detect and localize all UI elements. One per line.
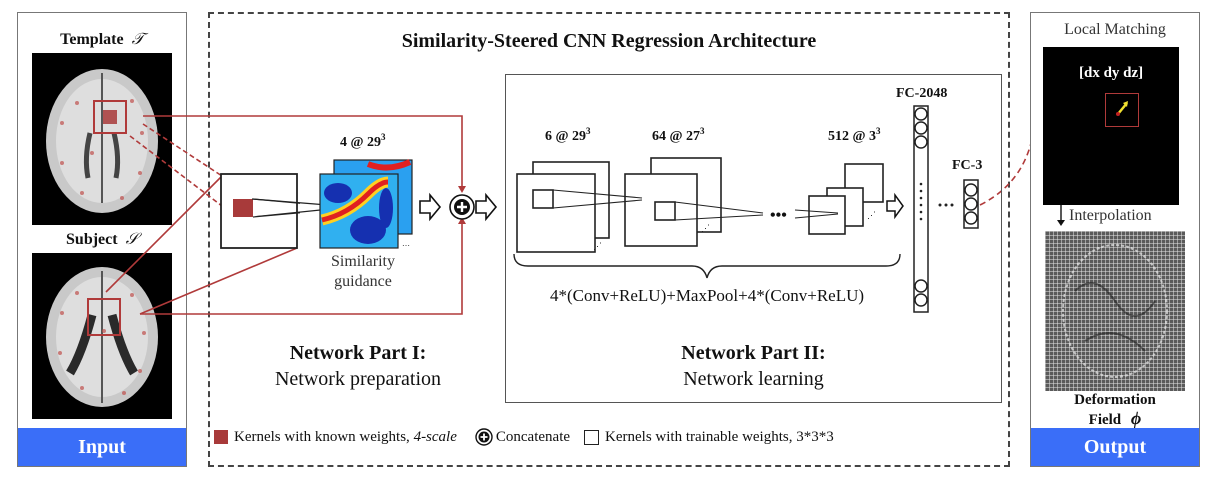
legend-known-weights-italic: 4-scale [413, 428, 457, 445]
template-projection-dashed [129, 123, 223, 207]
legend-known-weights-text: Kernels with known weights, [234, 428, 414, 445]
flow-arrow-icon [475, 192, 498, 222]
layer2-kernel [654, 201, 676, 221]
subject-projection-lines [105, 175, 298, 315]
local-matching-label: Local Matching [1064, 21, 1166, 38]
legend: Kernels with known weights, 4-scale Conc… [214, 428, 834, 446]
local-matching-image: [dx dy dz] [1043, 47, 1179, 205]
concat-block [419, 192, 498, 222]
svg-text:⋰: ⋰ [867, 210, 876, 220]
layer1-map-front [516, 173, 596, 253]
interpolation-label: Interpolation [1069, 207, 1152, 224]
part2-heading: Network Part II: [681, 342, 826, 364]
legend-known-weights: Kernels with known weights, 4-scale [234, 429, 457, 446]
fc-layers [913, 105, 979, 313]
brace-caption: 4*(Conv+ReLU)+MaxPool+4*(Conv+ReLU) [549, 286, 865, 305]
layers-brace [513, 253, 901, 279]
fc3-label: FC-3 [952, 158, 983, 173]
template-to-concat-line [143, 115, 463, 188]
subject-to-concat-line [140, 222, 463, 315]
svg-text:⋰: ⋰ [593, 241, 602, 251]
concat-arrow-bottom [458, 217, 466, 224]
subject-brain-image [32, 253, 172, 419]
legend-trainable-weights: Kernels with trainable weights, 3*3*3 [605, 428, 834, 445]
subject-symbol: 𝒮 [125, 231, 138, 248]
similarity-caption-line1: Similarity [331, 253, 395, 270]
legend-concatenate: Concatenate [495, 428, 571, 445]
template-symbol: 𝒯 [131, 31, 144, 48]
flow-arrow-icon [419, 192, 442, 222]
layer1-kernel [532, 189, 554, 209]
similarity-caption-line2: guidance [334, 273, 392, 290]
subject-label: Subject 𝒮 [18, 231, 186, 249]
input-panel: Template 𝒯 Subject 𝒮 Input [17, 12, 187, 467]
layer3-dims-text: 512 @ 3 [828, 129, 877, 144]
svg-text:…: … [402, 239, 410, 248]
concatenate-icon [475, 428, 493, 446]
similarity-dims-text: 4 @ 29 [340, 135, 382, 150]
layer2-dims-text: 64 @ 27 [652, 129, 701, 144]
part1-heading-block: Network Part I: Network preparation [218, 340, 498, 392]
layer3-dims-exp: 3 [876, 126, 881, 136]
architecture-title: Similarity-Steered CNN Regression Archit… [401, 30, 817, 52]
similarity-heatmap-stack: … [319, 159, 413, 249]
part2-box [505, 74, 1002, 403]
fc2048-column [913, 105, 929, 313]
similarity-dims-exp: 3 [381, 132, 386, 142]
part1-subheading: Network preparation [274, 368, 442, 390]
deformation-symbol: ϕ [1130, 408, 1142, 428]
concat-arrow-top [458, 186, 466, 193]
conv-layers: ••• ⋰ ⋰ ⋰ [516, 157, 904, 253]
interpolation-arrow-icon [1057, 205, 1065, 226]
trainable-weights-swatch [584, 429, 600, 445]
output-banner: Output [1031, 428, 1199, 466]
similarity-caption: Similarity guidance [318, 252, 408, 292]
matching-box [1105, 93, 1139, 127]
part2-subheading: Network learning [683, 368, 824, 390]
subject-label-text: Subject [66, 231, 118, 248]
deformation-field-image [1045, 231, 1185, 391]
deformation-label-line2: Field [1088, 412, 1122, 428]
known-weights-swatch [214, 430, 228, 444]
layer-ellipsis: ••• [770, 207, 787, 224]
template-label: Template 𝒯 [18, 31, 186, 49]
flow-arrow-icon [886, 192, 904, 220]
similarity-dims-label: 4 @ 293 [340, 132, 386, 151]
input-banner: Input [18, 428, 186, 466]
fc2048-label: FC-2048 [896, 86, 948, 101]
svg-text:⋰: ⋰ [701, 223, 710, 233]
part2-heading-block: Network Part II: Network learning [505, 340, 1002, 392]
known-weight-kernel [233, 199, 253, 217]
part1-heading: Network Part I: [289, 342, 427, 364]
layer3-dims-label: 512 @ 33 [828, 126, 881, 145]
displacement-arrow-icon [1116, 101, 1128, 116]
deformation-field-label: Deformation Field ϕ [1031, 391, 1199, 429]
layer1-dims-exp: 3 [586, 126, 591, 136]
output-panel: Local Matching [dx dy dz] Interpolation … [1030, 12, 1200, 467]
displacement-label: [dx dy dz] [1079, 65, 1144, 81]
architecture-panel [208, 12, 1010, 467]
template-brain-image [32, 53, 172, 225]
input-patch-cube [220, 173, 300, 249]
layer2-dims-exp: 3 [700, 126, 705, 136]
layer1-dims-label: 6 @ 293 [545, 126, 591, 145]
layer1-dims-text: 6 @ 29 [545, 129, 587, 144]
template-label-text: Template [60, 31, 124, 48]
layer2-dims-label: 64 @ 273 [652, 126, 705, 145]
deformation-label-line1: Deformation [1074, 392, 1156, 408]
